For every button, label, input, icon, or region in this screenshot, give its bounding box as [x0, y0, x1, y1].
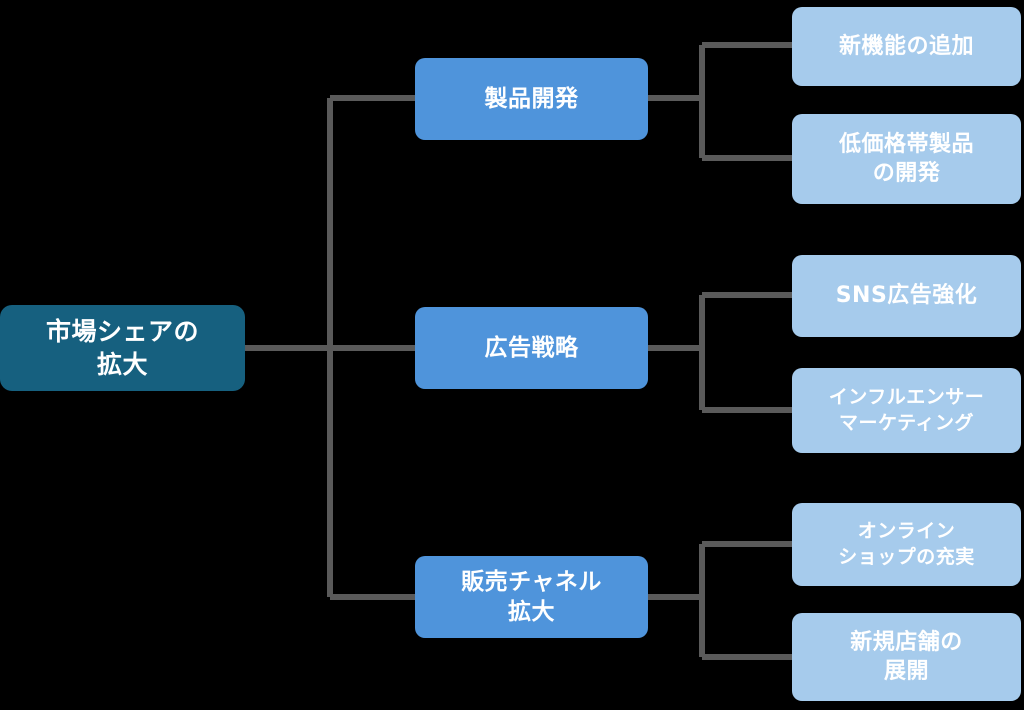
- node-branch-2-child-1[interactable]: SNS広告強化: [792, 255, 1021, 337]
- node-branch-3-child-2[interactable]: 新規店舗の 展開: [792, 613, 1021, 701]
- node-root[interactable]: 市場シェアの 拡大: [0, 305, 245, 391]
- node-branch-3-child-1[interactable]: オンライン ショップの充実: [792, 503, 1021, 586]
- node-branch-2[interactable]: 広告戦略: [415, 307, 648, 389]
- node-branch-1[interactable]: 製品開発: [415, 58, 648, 140]
- node-branch-3[interactable]: 販売チャネル 拡大: [415, 556, 648, 638]
- node-branch-2-child-2[interactable]: インフルエンサー マーケティング: [792, 368, 1021, 453]
- node-branch-1-child-2[interactable]: 低価格帯製品 の開発: [792, 114, 1021, 204]
- node-branch-1-child-1[interactable]: 新機能の追加: [792, 7, 1021, 86]
